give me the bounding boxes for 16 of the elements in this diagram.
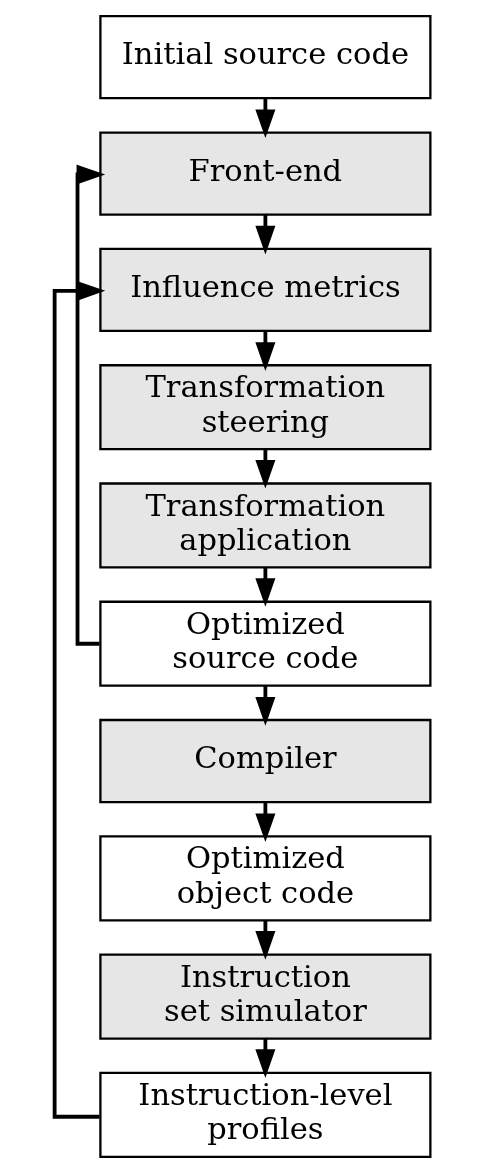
node-box: Transformation steering xyxy=(99,364,432,451)
node-box: Optimized source code xyxy=(99,600,432,687)
node-box: Front-end xyxy=(99,131,432,216)
arrow xyxy=(52,280,106,1119)
arrow xyxy=(255,214,276,255)
node-box: Compiler xyxy=(99,718,432,804)
node-box: Instruction set simulator xyxy=(99,953,432,1040)
node-box: Instruction-level profiles xyxy=(99,1071,432,1158)
node-box: Transformation application xyxy=(99,482,432,569)
arrow xyxy=(255,920,276,960)
node-box: Initial source code xyxy=(99,15,432,100)
arrow xyxy=(255,449,276,489)
node-box: Optimized object code xyxy=(99,835,432,922)
arrow xyxy=(255,686,276,726)
arrow xyxy=(255,567,276,607)
node-box: Influence metrics xyxy=(99,247,432,333)
